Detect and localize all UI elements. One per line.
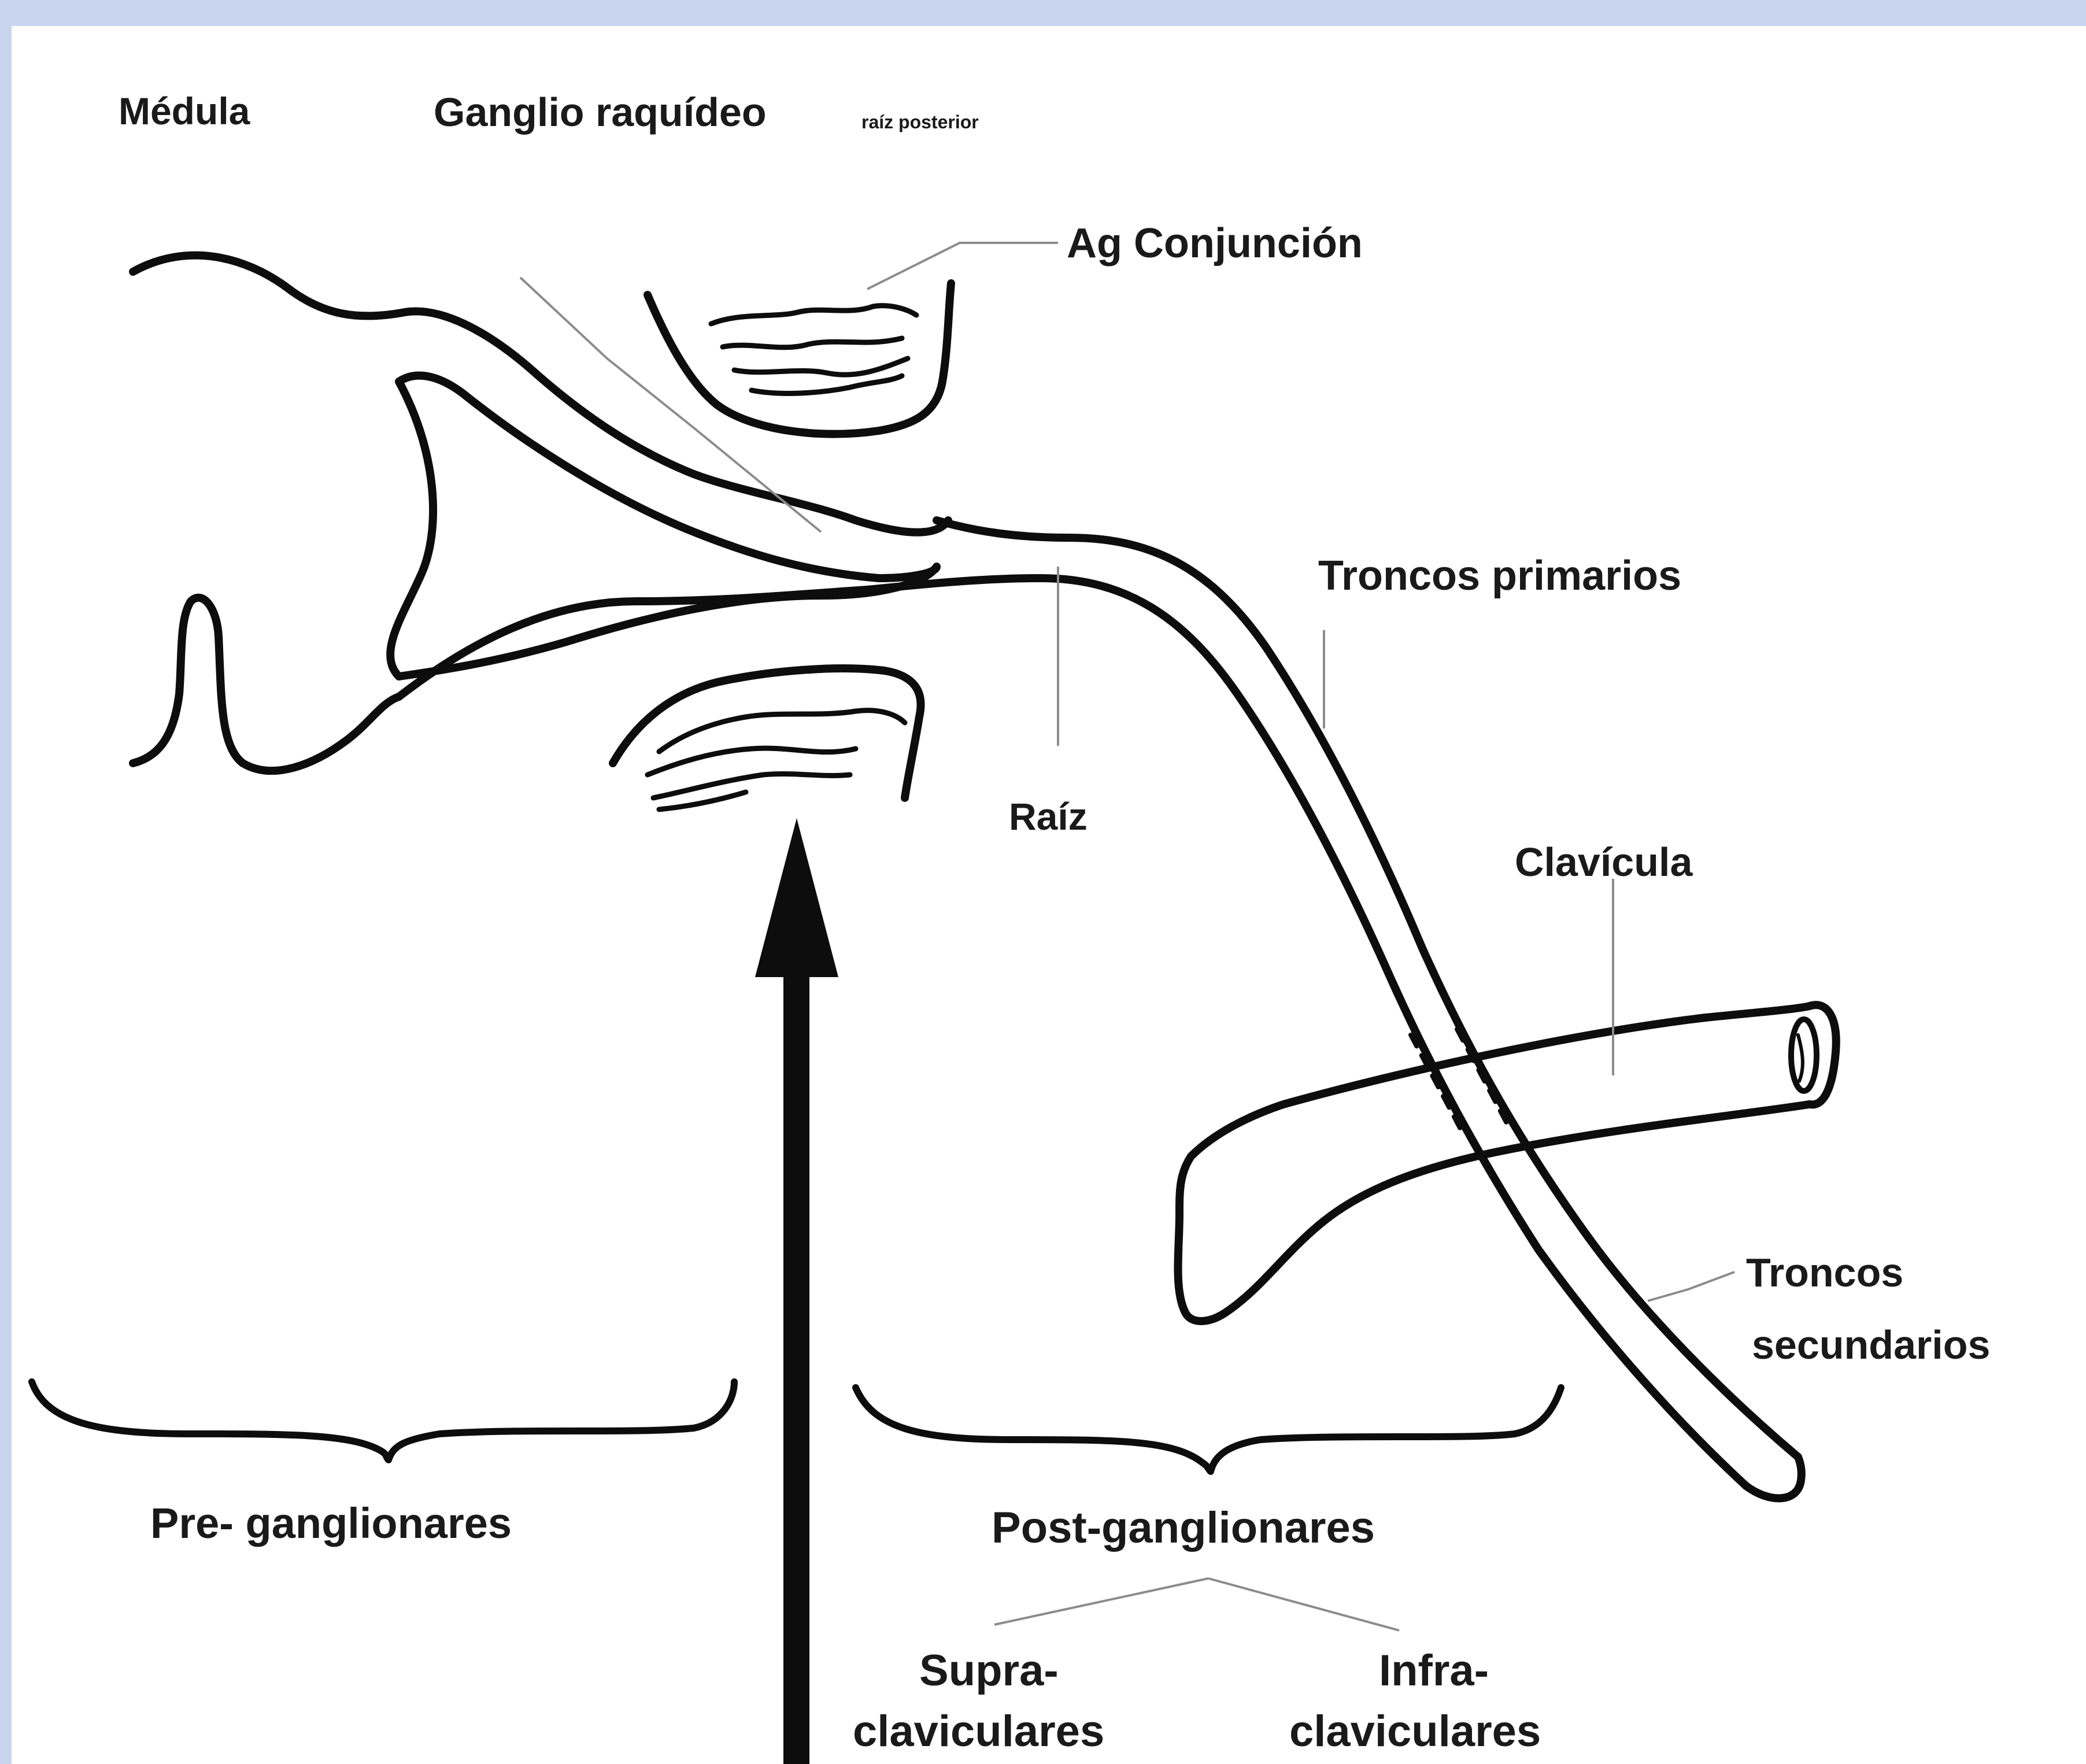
label-troncos-primarios: Troncos primarios (1318, 553, 1681, 599)
label-troncos-secundarios-1: Troncos (1746, 1250, 1903, 1295)
label-troncos-secundarios-2: secundarios (1752, 1322, 1990, 1367)
label-supra-2: claviculares (853, 1707, 1104, 1756)
label-medula: Médula (119, 90, 251, 132)
label-infra-2: claviculares (1289, 1707, 1541, 1756)
label-clavicula: Clavícula (1515, 840, 1693, 885)
label-infra-1: Infra- (1379, 1646, 1489, 1695)
label-post-ganglionares: Post-ganglionares (992, 1503, 1375, 1552)
label-ag-conjuncion: Ag Conjunción (1067, 220, 1363, 267)
label-ganglio-raquideo: Ganglio raquídeo (434, 90, 767, 135)
label-supra-1: Supra- (919, 1646, 1059, 1695)
label-raiz: Raíz (1009, 795, 1088, 838)
label-ganglio-small: raíz posterior (861, 112, 979, 132)
label-pre-ganglionares: Pre- ganglionares (150, 1499, 512, 1547)
